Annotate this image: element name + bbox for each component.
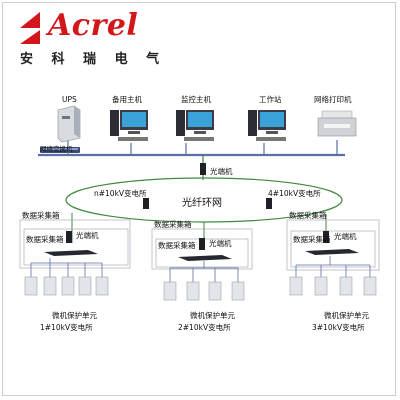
diagram-frame	[2, 2, 396, 396]
ring-node-n-icon	[143, 198, 149, 209]
substation-1-cabinet-outer: 数据采集箱	[22, 211, 60, 220]
substation-2-unit: 微机保护单元	[190, 311, 235, 320]
substation-2	[151, 228, 253, 301]
network-printer-label: 网络打印机	[314, 95, 352, 104]
substation-3-cabinet-inner: 数据采集箱	[293, 235, 331, 244]
substation-1-cabinet-inner: 数据采集箱	[26, 235, 64, 244]
backup-host-icon	[110, 110, 148, 141]
brand-name: Acrel	[48, 8, 139, 43]
workstation-icon	[248, 110, 286, 141]
printer-icon	[317, 110, 357, 137]
fiber-ring-label: 光纤环网	[182, 198, 222, 209]
substation-3-cabinet-outer: 数据采集箱	[289, 211, 327, 220]
acrel-logo-mark	[20, 12, 40, 44]
substation-3-transceiver: 光端机	[334, 232, 357, 241]
ring-node-4-icon	[266, 198, 272, 209]
network-switch-label: 网络交换机	[40, 145, 73, 153]
substation-1	[19, 219, 131, 296]
ups-icon	[57, 105, 81, 143]
ring-node-n-label: n#10kV变电所	[94, 189, 147, 198]
substation-1-unit: 微机保护单元	[52, 311, 97, 320]
network-switch	[40, 147, 80, 153]
monitor-host-label: 监控主机	[181, 95, 211, 104]
substation-2-cabinet-outer: 数据采集箱	[154, 220, 192, 229]
workstation-label: 工作站	[259, 95, 282, 104]
substation-1-name: 1#10kV变电所	[40, 323, 93, 332]
substation-2-transceiver: 光端机	[209, 239, 232, 248]
brand-name-cn: 安 科 瑞 电 气	[20, 52, 167, 67]
substation-1-transceiver: 光端机	[76, 231, 99, 240]
main-transceiver-label: 光端机	[210, 167, 233, 176]
monitor-host-icon	[176, 110, 214, 141]
ring-node-4-label: 4#10kV变电所	[268, 189, 321, 198]
substation-2-cabinet-inner: 数据采集箱	[158, 241, 196, 250]
substation-3-unit: 微机保护单元	[324, 311, 369, 320]
substation-3	[286, 219, 380, 296]
main-transceiver-icon	[200, 163, 206, 175]
backup-host-label: 备用主机	[112, 95, 142, 104]
ups-label: UPS	[62, 95, 77, 104]
substation-3-name: 3#10kV变电所	[312, 323, 365, 332]
substation-2-name: 2#10kV变电所	[178, 323, 231, 332]
